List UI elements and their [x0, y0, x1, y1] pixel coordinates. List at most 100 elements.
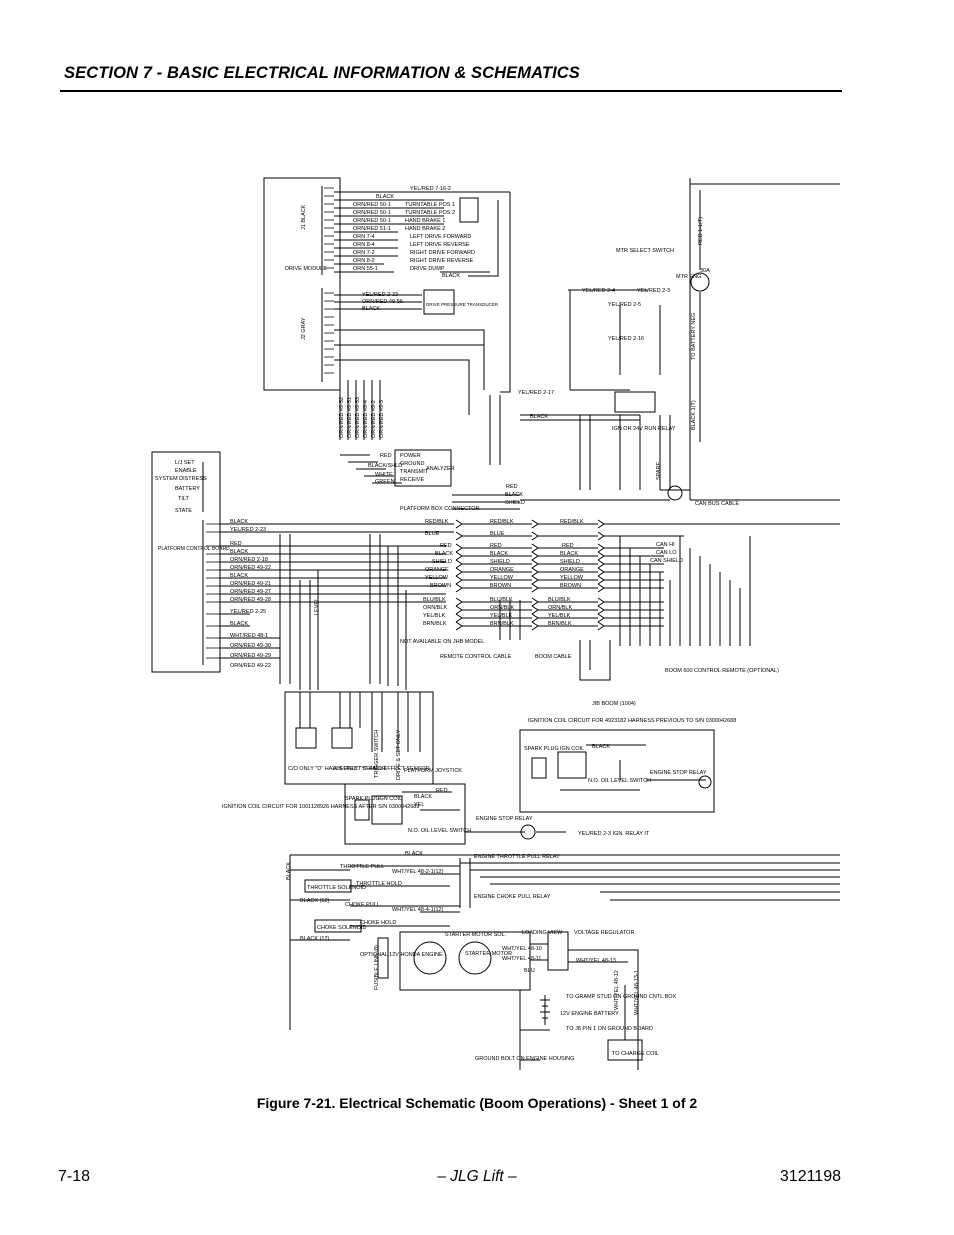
right-top-red: RED — [506, 484, 518, 490]
fusible-link-label: FUSIBLE LINK (8) — [374, 945, 380, 990]
ignition-new-coil: IGN COIL — [378, 796, 402, 802]
board-wire-10: YEL/RED 2-25 — [230, 609, 266, 615]
remote-cable-label: REMOTE CONTROL CABLE — [440, 654, 512, 660]
board-wire-7: ORN/RED 49-21 — [230, 581, 271, 587]
analyzer-box — [394, 449, 452, 487]
choke-hold: CHOKE HOLD — [360, 920, 396, 926]
drive-wires — [334, 191, 511, 393]
right-wire-2: RED — [562, 543, 574, 549]
ribbon-wire-5: ORN/RED 49-3 — [379, 400, 385, 438]
boom-wire-9: ORN/BLK — [490, 605, 514, 611]
battery-label: 12V ENGINE BATTERY — [560, 1011, 619, 1017]
drive-j2-label: J2 GRAY — [301, 317, 307, 340]
ignition-old-coil: IGN COIL — [560, 746, 584, 752]
drive-func-4: LEFT DRIVE FORWARD — [410, 234, 471, 240]
boom-remote-label: BOOM 600 CONTROL REMOTE (OPTIONAL) — [665, 668, 779, 674]
footer-brand: – JLG Lift – — [437, 1168, 517, 1185]
platform-board-label: PLATFORM CONTROL BOARD — [158, 546, 230, 552]
to-battery-neg: TO BATTERY NEG — [691, 313, 697, 360]
drive-top-wire: YEL/RED 7-16-2 — [410, 186, 451, 192]
ignition-old-wire: BLACK — [592, 744, 610, 750]
batt-wire-2: YEL/RED 2-5 — [608, 302, 641, 308]
batt-wire-1: YEL/RED 2-3 — [637, 288, 670, 294]
not-available-label: NOT AVAILABLE ON JHB MODEL — [400, 639, 484, 645]
connector-wire-6: YELLOW — [425, 575, 449, 581]
throttle-relay: ENGINE THROTTLE PULL RELAY — [474, 854, 560, 860]
starter-wire-2: WHT/YEL 48-13 — [576, 958, 616, 964]
connector-wire-11: BRN/BLK — [423, 621, 447, 627]
joystick-sensor-0: C/O ONLY "D" HALL EFFECT SENSOR — [288, 766, 386, 772]
pressure-wire-2: BLACK — [362, 306, 380, 312]
starter-wire-1: WHT/YEL 48-11 — [502, 956, 541, 962]
analyzer-label: ANALYZER — [426, 466, 455, 472]
ribbon-wire-3: ORN/RED 49-4 — [363, 400, 369, 438]
starter-box — [399, 931, 531, 991]
board-switch-0: L/J SET — [175, 460, 195, 466]
ribbon-wire-2: ORN/RED 49-53 — [355, 397, 361, 438]
drive-wire-5: ORN 7-4 — [353, 234, 375, 240]
figure-caption: Figure 7-21. Electrical Schematic (Boom … — [256, 1095, 698, 1111]
drive-module-box — [263, 177, 341, 391]
analyzer-wire-2: WHITE — [375, 472, 393, 478]
connector-wire-7: BROWN — [430, 583, 451, 589]
connector-wire-5: ORANGE — [425, 567, 449, 573]
analyzer-signal-2: TRANSMIT — [400, 469, 429, 475]
drive-module-label: DRIVE MODULE — [285, 266, 327, 272]
board-wire-2: RED — [230, 541, 242, 547]
black-12-b: BLACK (12) — [300, 936, 330, 942]
drive-func-6: RIGHT DRIVE FORWARD — [410, 250, 475, 256]
choke-solenoid: CHOKE SOLENOID — [317, 925, 367, 931]
board-wire-6: BLACK — [230, 573, 248, 579]
drive-func-2: HAND BRAKE 1 — [405, 218, 445, 224]
choke-pull: CHOKE PULL — [345, 902, 380, 908]
board-wire-8: ORN/RED 49-27 — [230, 589, 271, 595]
drive-func-1: TURNTABLE POS 2 — [405, 210, 455, 216]
batt-wire-6: BLACK — [530, 414, 548, 420]
ign-relay-wire: YEL/RED 2-3 IGN. RELAY IT — [578, 831, 650, 837]
ignition-new-plug: SPARK PLUG — [345, 796, 380, 802]
choke-wire: WHT/YEL 48-4-1(12) — [392, 907, 444, 913]
ignition-new-wire-2: YEL — [414, 802, 424, 808]
mtr-eng: MTR ENG — [676, 274, 701, 280]
board-switch-3: BATTERY — [175, 486, 200, 492]
board-wire-15: ORN/RED 49-22 — [230, 663, 271, 669]
ign-relay-label: IGN OR 24V RUN RELAY — [612, 426, 676, 432]
select-switch: MTR SELECT SWITCH — [616, 248, 674, 254]
drive-wire-6: ORN 8-4 — [353, 242, 375, 248]
batt-wire-3: YEL/RED 2-16 — [608, 336, 644, 342]
ignition-new-wire-1: BLACK — [414, 794, 432, 800]
voltage-regulator: VOLTAGE REGULATOR — [574, 930, 634, 936]
batt-wire-0: YEL/RED 2-4 — [582, 288, 615, 294]
right-wire-11: BRN/BLK — [548, 621, 572, 627]
connector-label: PLATFORM BOX CONNECTOR — [400, 506, 480, 512]
board-wire-0: BLACK — [230, 519, 248, 525]
ignition-old-plug: SPARK PLUG — [524, 746, 559, 752]
red-wire-label: RED 1-1(T) — [698, 217, 704, 245]
starter-wire-0: WHT/YEL 48-10 — [502, 946, 542, 952]
ignition-new-relay: ENGINE STOP RELAY — [476, 816, 533, 822]
pressure-wire-0: YEL/RED 2-33 — [362, 292, 398, 298]
drive-func-8: DRIVE DUMP — [410, 266, 445, 272]
right-top-shield: SHIELD — [505, 500, 525, 506]
ignition-new-title: IGNITION COIL CIRCUIT FOR 1001128926 HAR… — [222, 804, 419, 810]
can-bus-label: CAN BUS CABLE — [695, 501, 739, 507]
boom-wire-0: RED/BLK — [490, 519, 514, 525]
page-number: 7-18 — [58, 1168, 91, 1185]
boom-wire-2: RED — [490, 543, 502, 549]
analyzer-wire-0: RED — [380, 453, 392, 459]
ign-relay-box — [614, 391, 656, 413]
drive-wire-0: BLACK — [376, 194, 394, 200]
board-switch-4: TILT — [178, 496, 190, 502]
boom-wire-5: ORANGE — [490, 567, 514, 573]
joystick-switch-0: TRIGGER SWITCH — [374, 730, 380, 778]
fusible-link — [377, 937, 389, 979]
level-label: LEVEL — [314, 598, 320, 615]
batt-wire-4: YEL/RED 2-17 — [518, 390, 554, 396]
board-wire-9: ORN/RED 49-28 — [230, 597, 271, 603]
board-wire-1: YEL/RED 2-23 — [230, 527, 266, 533]
board-switch-1: ENABLE — [175, 468, 197, 474]
boom-wire-10: YEL/BLK — [490, 613, 513, 619]
right-wire-9: ORN/BLK — [548, 605, 572, 611]
joystick-switch-1: DRIVE & SET ONLY — [396, 729, 402, 780]
drive-wire-7: ORN 7-2 — [353, 250, 375, 256]
